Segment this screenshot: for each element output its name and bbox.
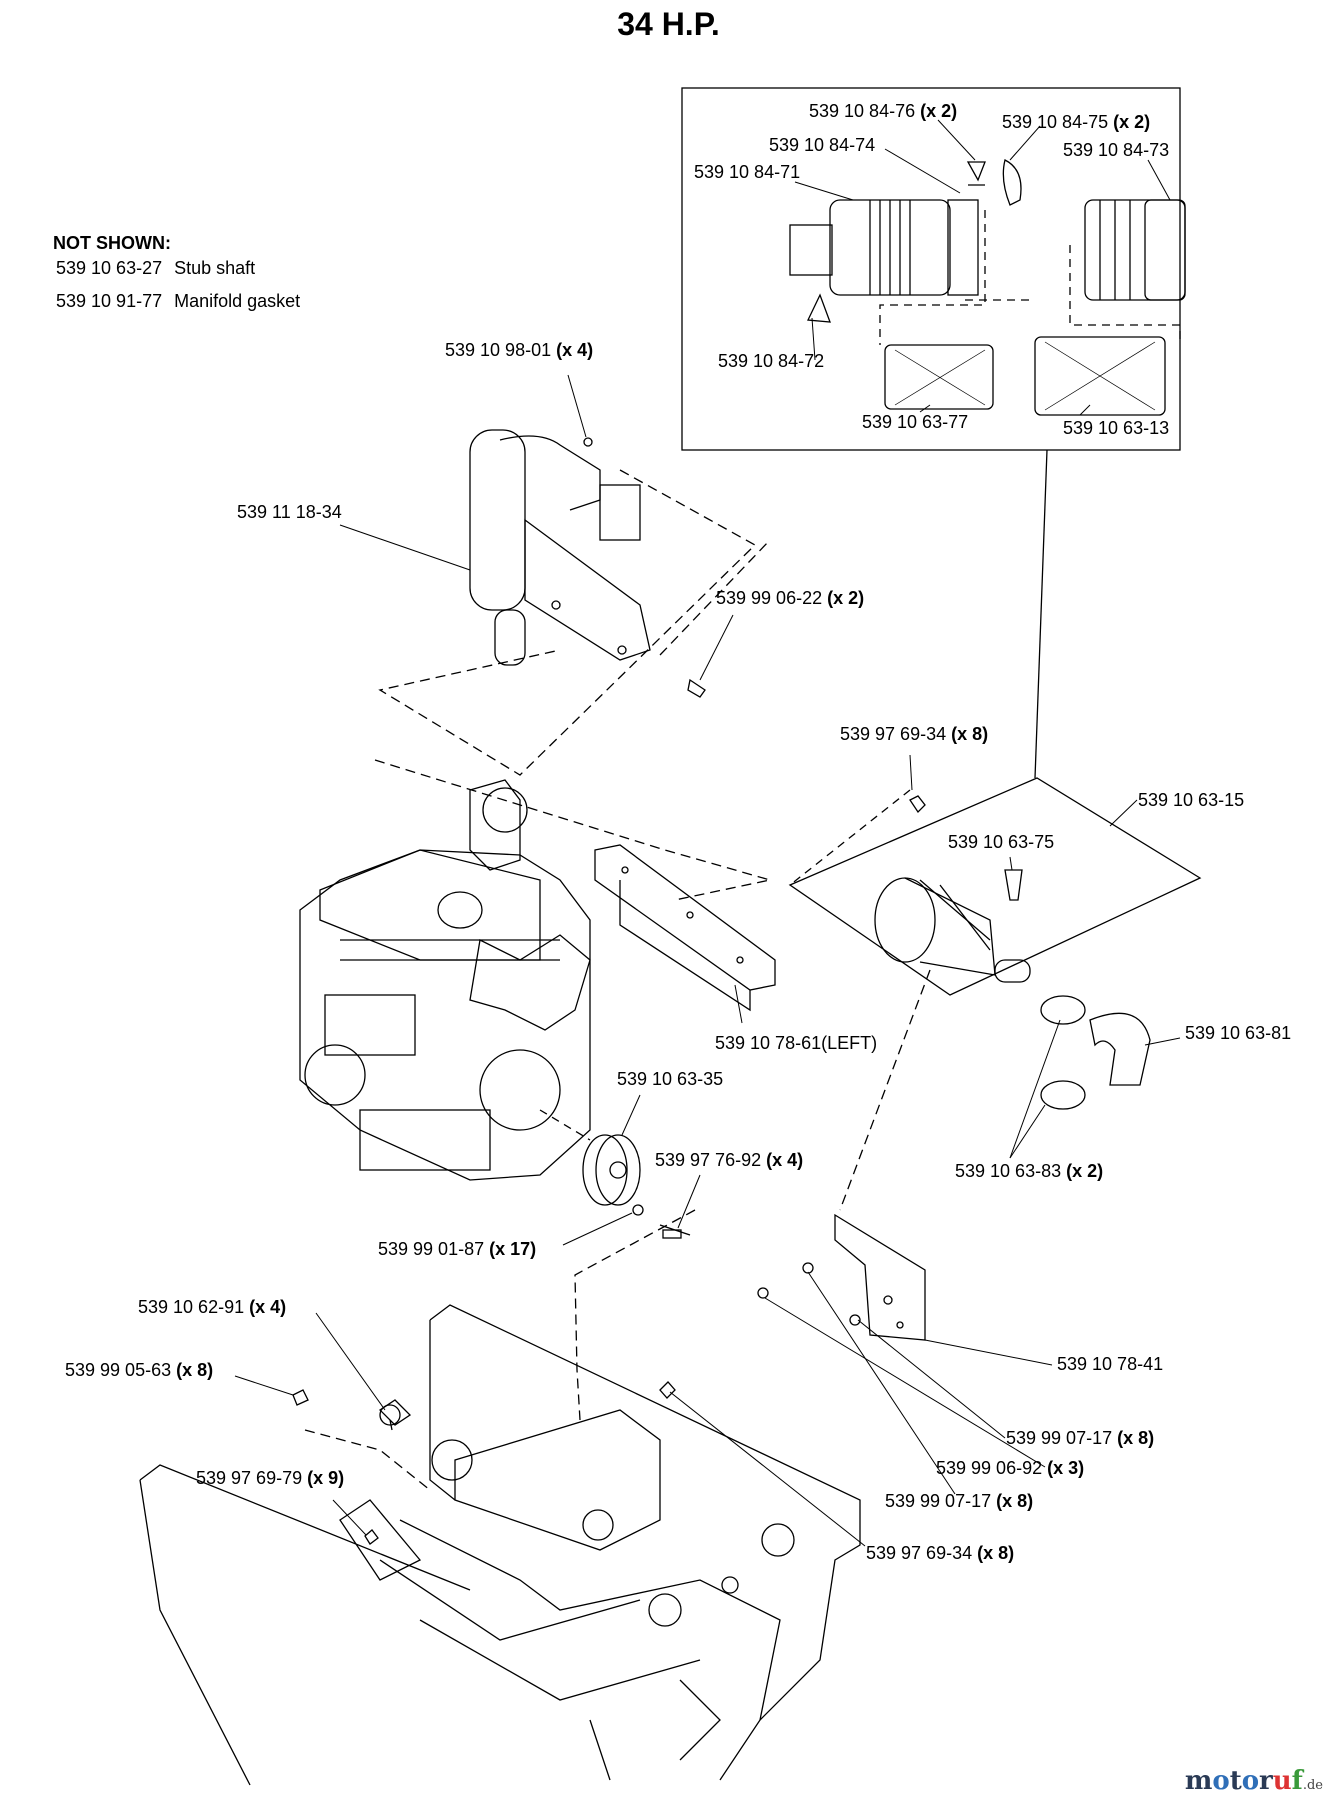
- elbow-hose: [1089, 1012, 1151, 1086]
- callout: 539 10 84-72: [718, 351, 825, 371]
- engine-bracket-right: [834, 1213, 926, 1341]
- not-shown-part: 539 10 91-77: [56, 291, 163, 311]
- air-cleaner-inset-box: [681, 87, 1181, 451]
- not-shown-heading: NOT SHOWN:: [53, 233, 171, 253]
- hose-clamp-lower: [1040, 1080, 1086, 1110]
- callout: 539 10 63-81: [1185, 1023, 1292, 1043]
- bolt-icon: [364, 1529, 379, 1545]
- chassis-frame: [139, 1304, 861, 1786]
- callout: 539 10 62-91 (x 4): [138, 1297, 287, 1317]
- bolt-icon: [659, 1381, 676, 1399]
- callout: 539 97 69-34 (x 8): [840, 724, 989, 744]
- callout: 539 10 78-61(LEFT): [715, 1033, 878, 1053]
- muffler: [469, 429, 706, 698]
- filter-elements-detail: [884, 336, 1166, 416]
- bolt-icon: [292, 1389, 309, 1406]
- air-cleaner-assembly: [874, 869, 1031, 983]
- callout: 539 10 63-35: [617, 1069, 724, 1089]
- air-cleaner-assembly-frame: [788, 777, 1202, 996]
- callout: 539 10 84-71: [694, 162, 801, 182]
- engine-block: [299, 779, 591, 1181]
- not-shown-item: 539 10 91-77 Manifold gasket: [56, 291, 300, 312]
- callout: 539 99 07-17 (x 8): [885, 1491, 1034, 1511]
- callout: 539 10 84-73: [1063, 140, 1170, 160]
- callout: 539 97 69-79 (x 9): [196, 1468, 345, 1488]
- engine-mount: [379, 1404, 401, 1426]
- page-title: 34 H.P.: [617, 6, 720, 42]
- not-shown-desc: Stub shaft: [174, 258, 256, 278]
- hose-clamp-upper: [1040, 995, 1086, 1025]
- callout: 539 10 84-76 (x 2): [809, 101, 958, 121]
- callout: 539 10 98-01 (x 4): [445, 340, 594, 360]
- callout: 539 97 69-34 (x 8): [866, 1543, 1015, 1563]
- callout: 539 97 76-92 (x 4): [655, 1150, 804, 1170]
- callout: 539 10 84-74: [769, 135, 876, 155]
- callout: 539 99 01-87 (x 17): [378, 1239, 537, 1259]
- inset-leader: [1034, 449, 1048, 779]
- watermark-logo: motoruf.de: [1184, 1766, 1323, 1796]
- callout: 539 10 63-15: [1138, 790, 1245, 810]
- not-shown-item: 539 10 63-27 Stub shaft: [56, 258, 255, 279]
- callout: 539 10 63-83 (x 2): [955, 1161, 1104, 1181]
- callout: 539 99 06-92 (x 3): [936, 1458, 1085, 1478]
- air-cleaner-cover-detail: [1084, 199, 1186, 301]
- callout: 539 11 18-34: [237, 502, 342, 522]
- callout: 539 99 07-17 (x 8): [1006, 1428, 1155, 1448]
- clips-detail: [966, 159, 1022, 206]
- callout: 539 10 63-13: [1063, 418, 1170, 438]
- engine-bracket-left: [594, 844, 776, 1012]
- callout: 539 99 05-63 (x 8): [65, 1360, 214, 1380]
- mount-icon: [378, 1399, 412, 1431]
- callout: 539 10 63-77: [862, 412, 969, 432]
- bolt-icon: [909, 795, 926, 814]
- callout: 539 10 78-41: [1057, 1354, 1164, 1374]
- air-cleaner-housing-detail: [789, 199, 979, 323]
- callout: 539 10 63-75: [948, 832, 1055, 852]
- not-shown-desc: Manifold gasket: [174, 291, 301, 311]
- callout: 539 99 06-22 (x 2): [716, 588, 865, 608]
- not-shown-part: 539 10 63-27: [56, 258, 163, 278]
- callout: 539 10 84-75 (x 2): [1002, 112, 1151, 132]
